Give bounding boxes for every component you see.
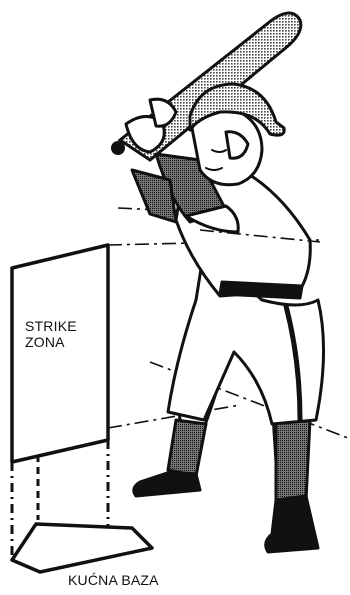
home-plate [12,524,152,572]
strike-zone-label: STRIKE ZONA [25,318,100,350]
strike-zone-label-line2: ZONA [25,334,100,350]
home-plate-label: KUĆNA BAZA [68,572,159,588]
strike-zone-label-line1: STRIKE [25,318,100,334]
batter-figure [126,84,324,552]
strike-zone-panel [12,245,108,462]
